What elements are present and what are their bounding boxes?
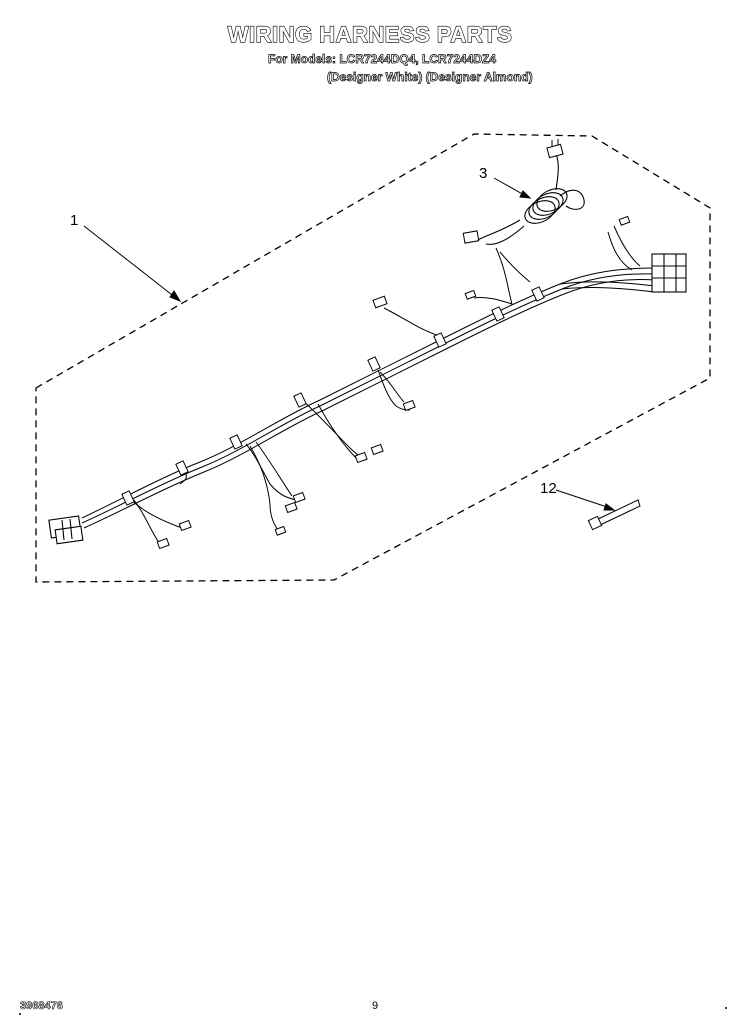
models-line: For Models: LCR7244DQ4, LCR7244DZ4 xyxy=(268,52,497,67)
callout-12: 12 xyxy=(540,480,557,497)
corner-mark-right xyxy=(725,1007,727,1009)
colors-line: (Designer White) (Designer Almond) xyxy=(327,70,533,85)
page-number: 9 xyxy=(372,1000,379,1012)
left-connector xyxy=(48,515,84,545)
branch-wires xyxy=(129,225,641,545)
cable-tie xyxy=(587,499,641,531)
corner-mark-left xyxy=(19,1013,21,1015)
terminal-lugs xyxy=(156,215,631,550)
callout-3: 3 xyxy=(479,165,488,182)
page-title: WIRING HARNESS PARTS xyxy=(227,21,513,47)
doc-number: 3968476 xyxy=(20,1000,63,1013)
harness-clips xyxy=(121,286,545,506)
leader-lines xyxy=(83,177,616,511)
callout-1: 1 xyxy=(70,212,79,229)
right-connector xyxy=(651,253,687,293)
power-cord-coil xyxy=(477,153,585,245)
power-cord-plug xyxy=(546,139,564,159)
main-harness xyxy=(81,267,656,529)
